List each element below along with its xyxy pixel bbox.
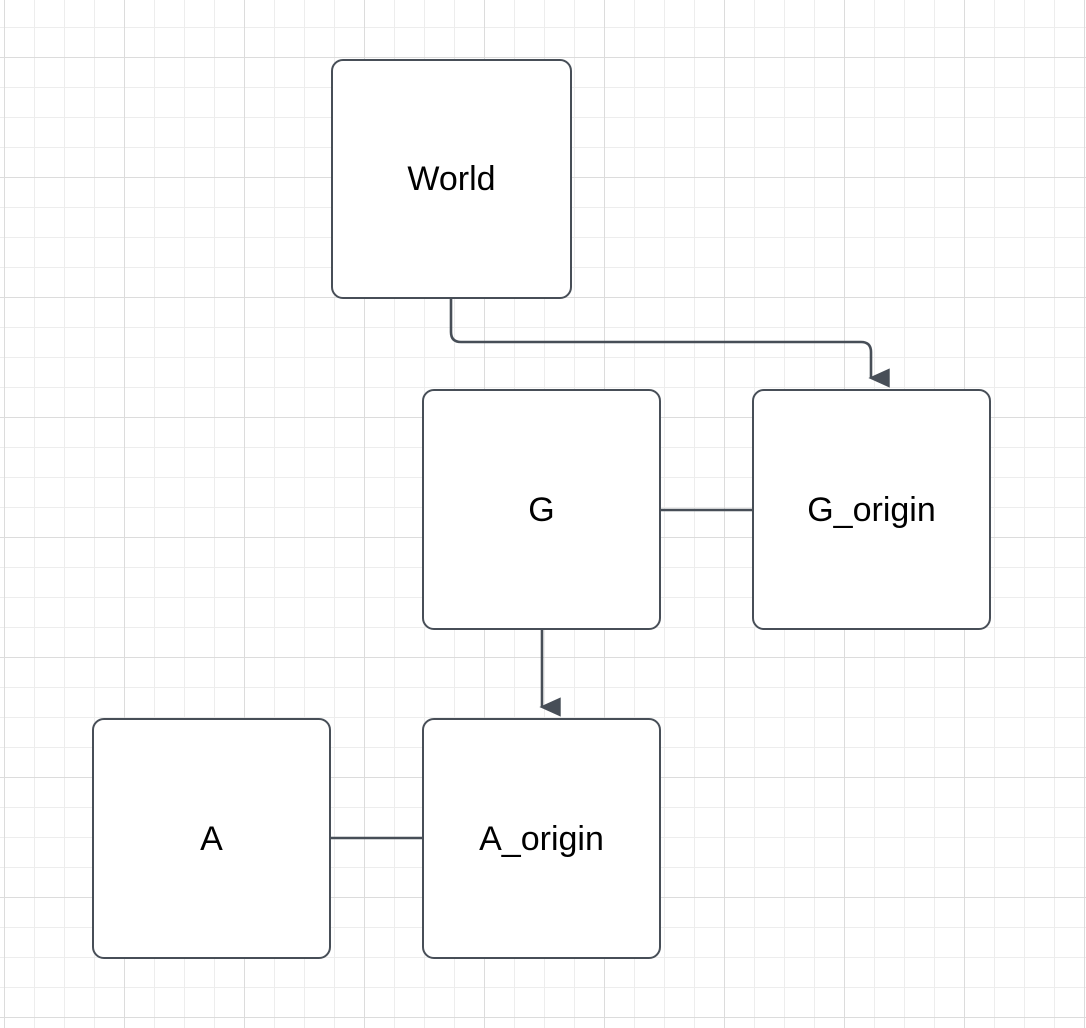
node-label-a-origin: A_origin	[479, 819, 604, 858]
node-label-world: World	[407, 160, 496, 198]
node-a-origin[interactable]: A_origin	[422, 718, 661, 959]
node-g[interactable]: G	[422, 389, 661, 630]
edge-world-to-g-origin[interactable]	[449, 299, 890, 388]
node-world[interactable]: World	[331, 59, 572, 299]
node-g-origin[interactable]: G_origin	[752, 389, 991, 630]
node-label-g: G	[528, 490, 555, 529]
node-label-a: A	[200, 819, 223, 858]
node-label-g-origin: G_origin	[807, 490, 936, 529]
node-a[interactable]: A	[92, 718, 331, 959]
